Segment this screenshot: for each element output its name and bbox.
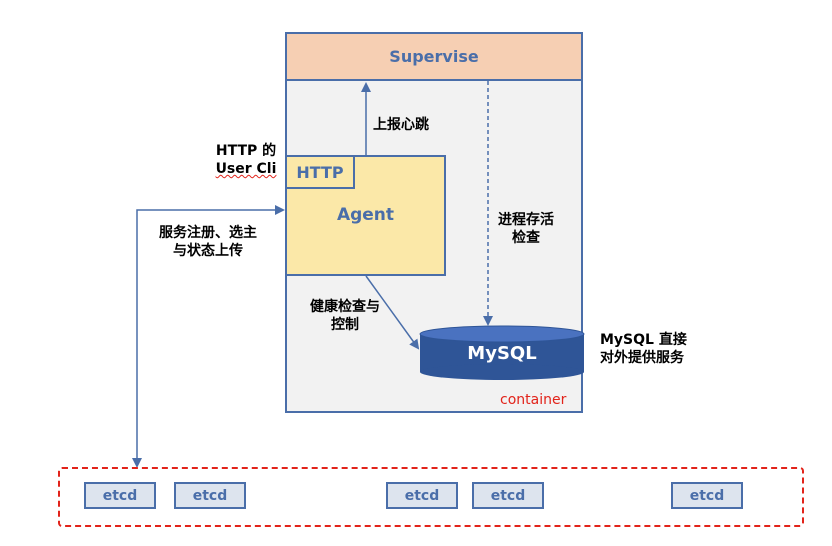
etcd-node: etcd	[386, 482, 458, 509]
process-check-note: 进程存活 检查	[488, 211, 564, 247]
registration-line2: 与状态上传	[173, 243, 243, 259]
etcd-node: etcd	[84, 482, 156, 509]
registration-note: 服务注册、选主 与状态上传	[146, 224, 270, 260]
etcd-cluster-border	[58, 467, 804, 527]
etcd-node: etcd	[472, 482, 544, 509]
http-user-cli-note: HTTP 的 User Cli	[208, 142, 284, 178]
registration-line1: 服务注册、选主	[159, 225, 257, 241]
process-check-line2: 检查	[512, 230, 540, 246]
mysql-service-note: MySQL 直接 对外提供服务	[600, 331, 687, 367]
etcd-node: etcd	[671, 482, 743, 509]
health-check-note: 健康检查与 控制	[300, 298, 390, 334]
health-check-line1: 健康检查与	[310, 299, 380, 315]
http-user-cli-line2: User Cli	[215, 161, 277, 177]
process-check-line1: 进程存活	[498, 212, 554, 228]
heartbeat-note: 上报心跳	[373, 117, 429, 133]
http-user-cli-line1: HTTP 的	[215, 143, 277, 159]
health-check-line2: 控制	[331, 317, 359, 333]
agent-label: Agent	[336, 205, 395, 225]
etcd-node: etcd	[174, 482, 246, 509]
mysql-label: MySQL	[467, 343, 537, 364]
supervise-box: Supervise	[285, 32, 583, 81]
mysql-service-line2: 对外提供服务	[600, 350, 684, 366]
container-label: container	[500, 392, 567, 408]
mysql-service-line1: MySQL 直接	[600, 332, 687, 348]
http-tab: HTTP	[285, 155, 355, 189]
